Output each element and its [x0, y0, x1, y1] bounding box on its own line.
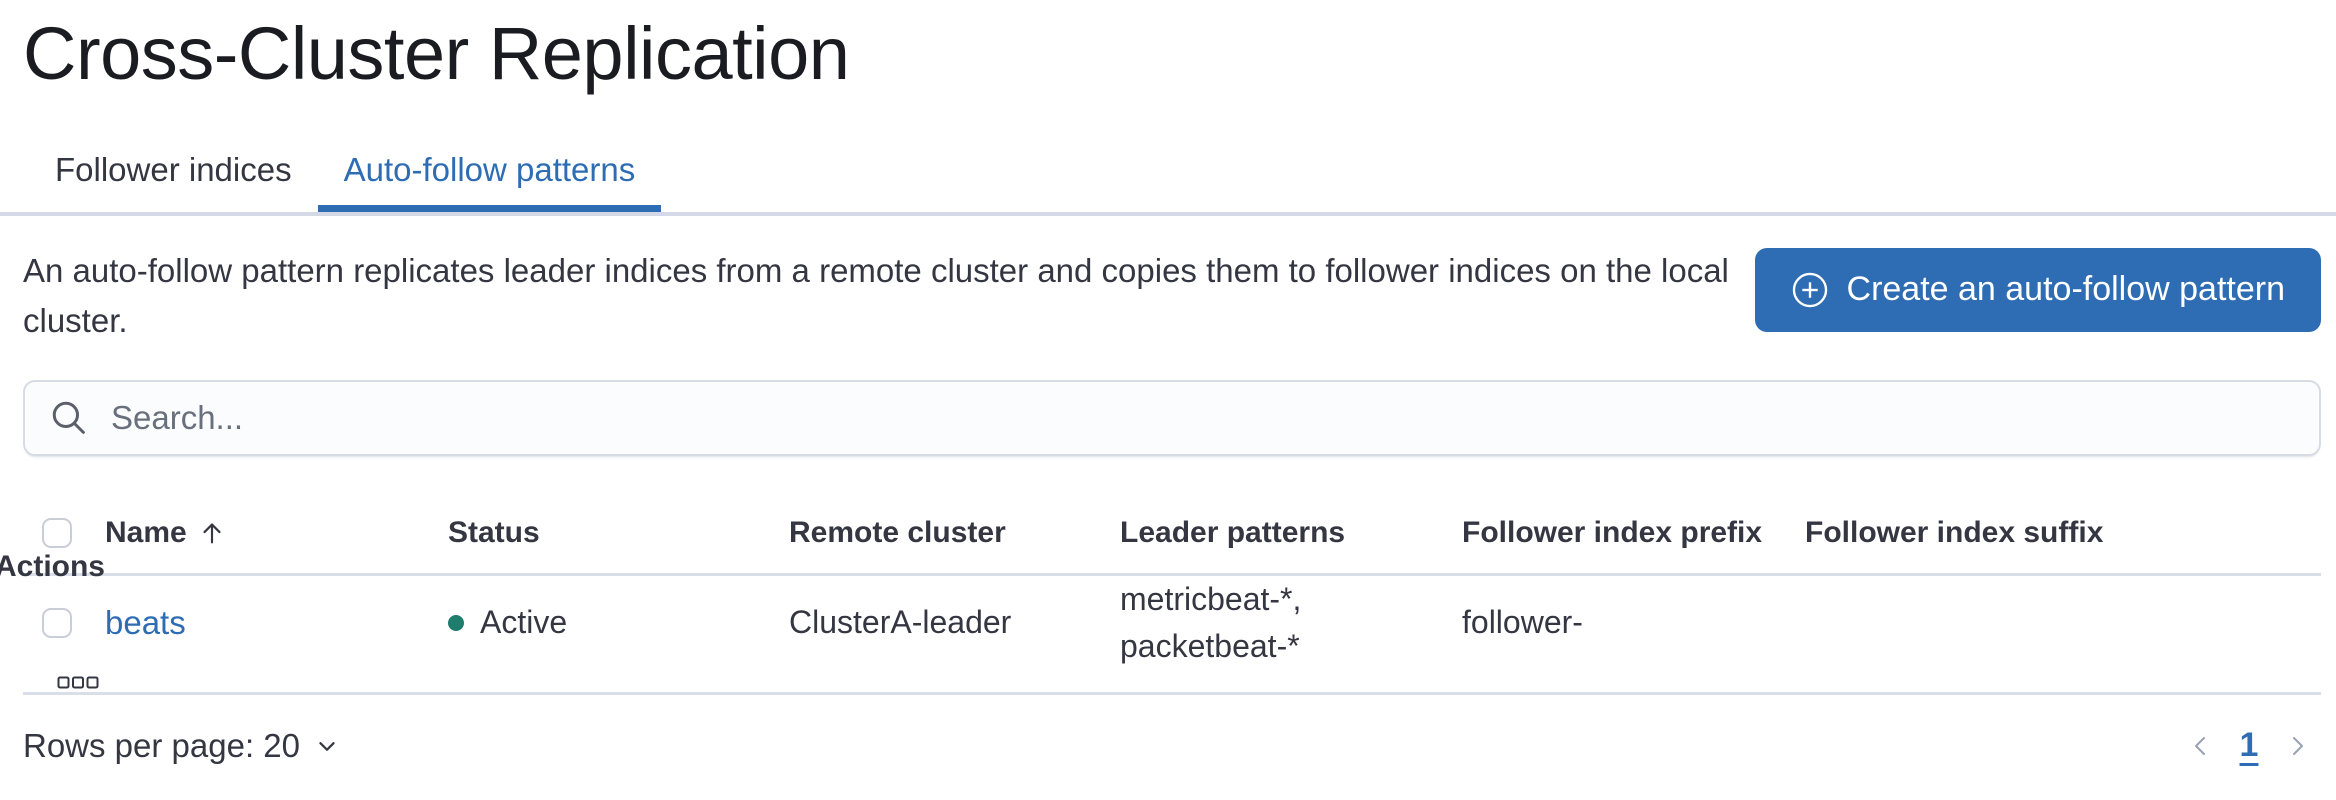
table-header-row: Name Status Remote cluster Leader patter… — [0, 515, 2321, 583]
status-label: Active — [480, 604, 568, 641]
select-row-checkbox[interactable] — [42, 607, 72, 638]
leader-pattern-line: metricbeat-*, — [1120, 580, 1302, 617]
column-header-leader-patterns: Leader patterns — [1120, 515, 1346, 549]
tabs-bar: Follower indices Auto-follow patterns — [0, 128, 2336, 216]
table-row: beats Active ClusterA-leader metricbeat-… — [23, 576, 2321, 695]
page-number-button[interactable]: 1 — [2225, 722, 2273, 770]
row-actions-button[interactable] — [51, 670, 105, 696]
column-header-name[interactable]: Name — [105, 516, 448, 550]
rows-per-page-button[interactable]: Rows per page: 20 — [23, 727, 342, 765]
column-header-remote-cluster: Remote cluster — [789, 515, 1006, 549]
chevron-right-icon — [2293, 736, 2303, 755]
leader-patterns-cell: metricbeat-*, packetbeat-* — [1120, 576, 1462, 670]
search-input[interactable] — [111, 381, 2319, 454]
status-cell: Active — [448, 604, 789, 641]
chevron-down-icon — [319, 741, 335, 751]
column-header-status: Status — [448, 515, 540, 549]
select-all-checkbox[interactable] — [42, 517, 72, 548]
create-button-label: Create an auto-follow pattern — [1846, 270, 2285, 309]
auto-follow-patterns-table: Name Status Remote cluster Leader patter… — [0, 515, 2321, 775]
current-page-number: 1 — [2239, 726, 2259, 765]
column-header-actions: Actions — [0, 549, 105, 583]
tab-follower-indices[interactable]: Follower indices — [55, 150, 292, 188]
follower-index-prefix-cell: follower- — [1462, 604, 1583, 641]
intro-text: An auto-follow pattern replicates leader… — [23, 251, 1729, 339]
previous-page-button[interactable] — [2177, 722, 2225, 770]
sort-ascending-icon — [203, 523, 221, 544]
plus-in-circle-icon — [1792, 272, 1827, 308]
search-bar — [23, 379, 2321, 456]
chevron-left-icon — [2195, 736, 2205, 755]
pagination: 1 — [2177, 722, 2321, 770]
create-auto-follow-pattern-button[interactable]: Create an auto-follow pattern — [1754, 247, 2321, 332]
rows-per-page-label: Rows per page: 20 — [23, 726, 301, 764]
column-header-follower-index-prefix: Follower index prefix — [1462, 515, 1763, 549]
boxes-horizontal-icon — [57, 676, 99, 689]
tab-auto-follow-patterns[interactable]: Auto-follow patterns — [318, 128, 662, 212]
search-icon — [52, 401, 85, 434]
remote-cluster-cell: ClusterA-leader — [789, 604, 1012, 641]
page-title: Cross-Cluster Replication — [23, 12, 850, 95]
table-footer: Rows per page: 20 1 — [23, 717, 2321, 775]
pattern-name-link[interactable]: beats — [105, 603, 186, 641]
leader-pattern-line: packetbeat-* — [1120, 627, 1300, 664]
next-page-button[interactable] — [2273, 722, 2321, 770]
column-header-follower-index-suffix: Follower index suffix — [1805, 515, 2104, 549]
status-active-dot — [448, 614, 464, 631]
page-header: An auto-follow pattern replicates leader… — [23, 246, 2321, 346]
